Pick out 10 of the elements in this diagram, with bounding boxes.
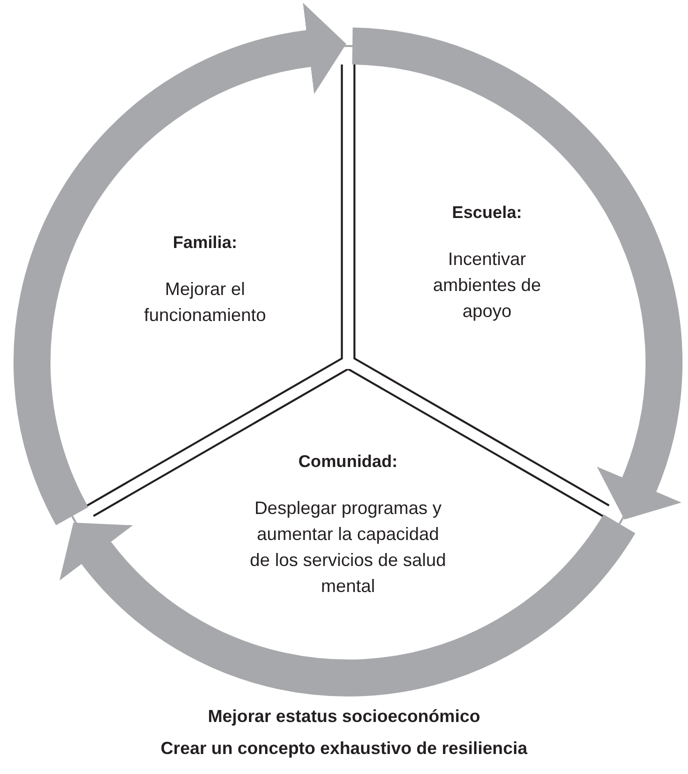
curved-arrow [14, 3, 346, 524]
caption-line: Mejorar estatus socioeconómico [208, 705, 480, 728]
sector-heading: Comunidad: [298, 451, 398, 473]
sector-text: Desplegar programas y aumentar la capacidad de los servicios de salud mental [248, 497, 448, 598]
sector-heading: Familia: [172, 232, 238, 254]
caption-line: Crear un concepto exhaustivo de resiliencia [160, 737, 528, 760]
sector-text: Mejorar el funcionamiento [142, 278, 268, 327]
sector-text: Incentivar ambientes de apoyo [432, 248, 542, 323]
curved-arrow [61, 513, 635, 696]
sector-heading: Escuela: [452, 202, 522, 224]
